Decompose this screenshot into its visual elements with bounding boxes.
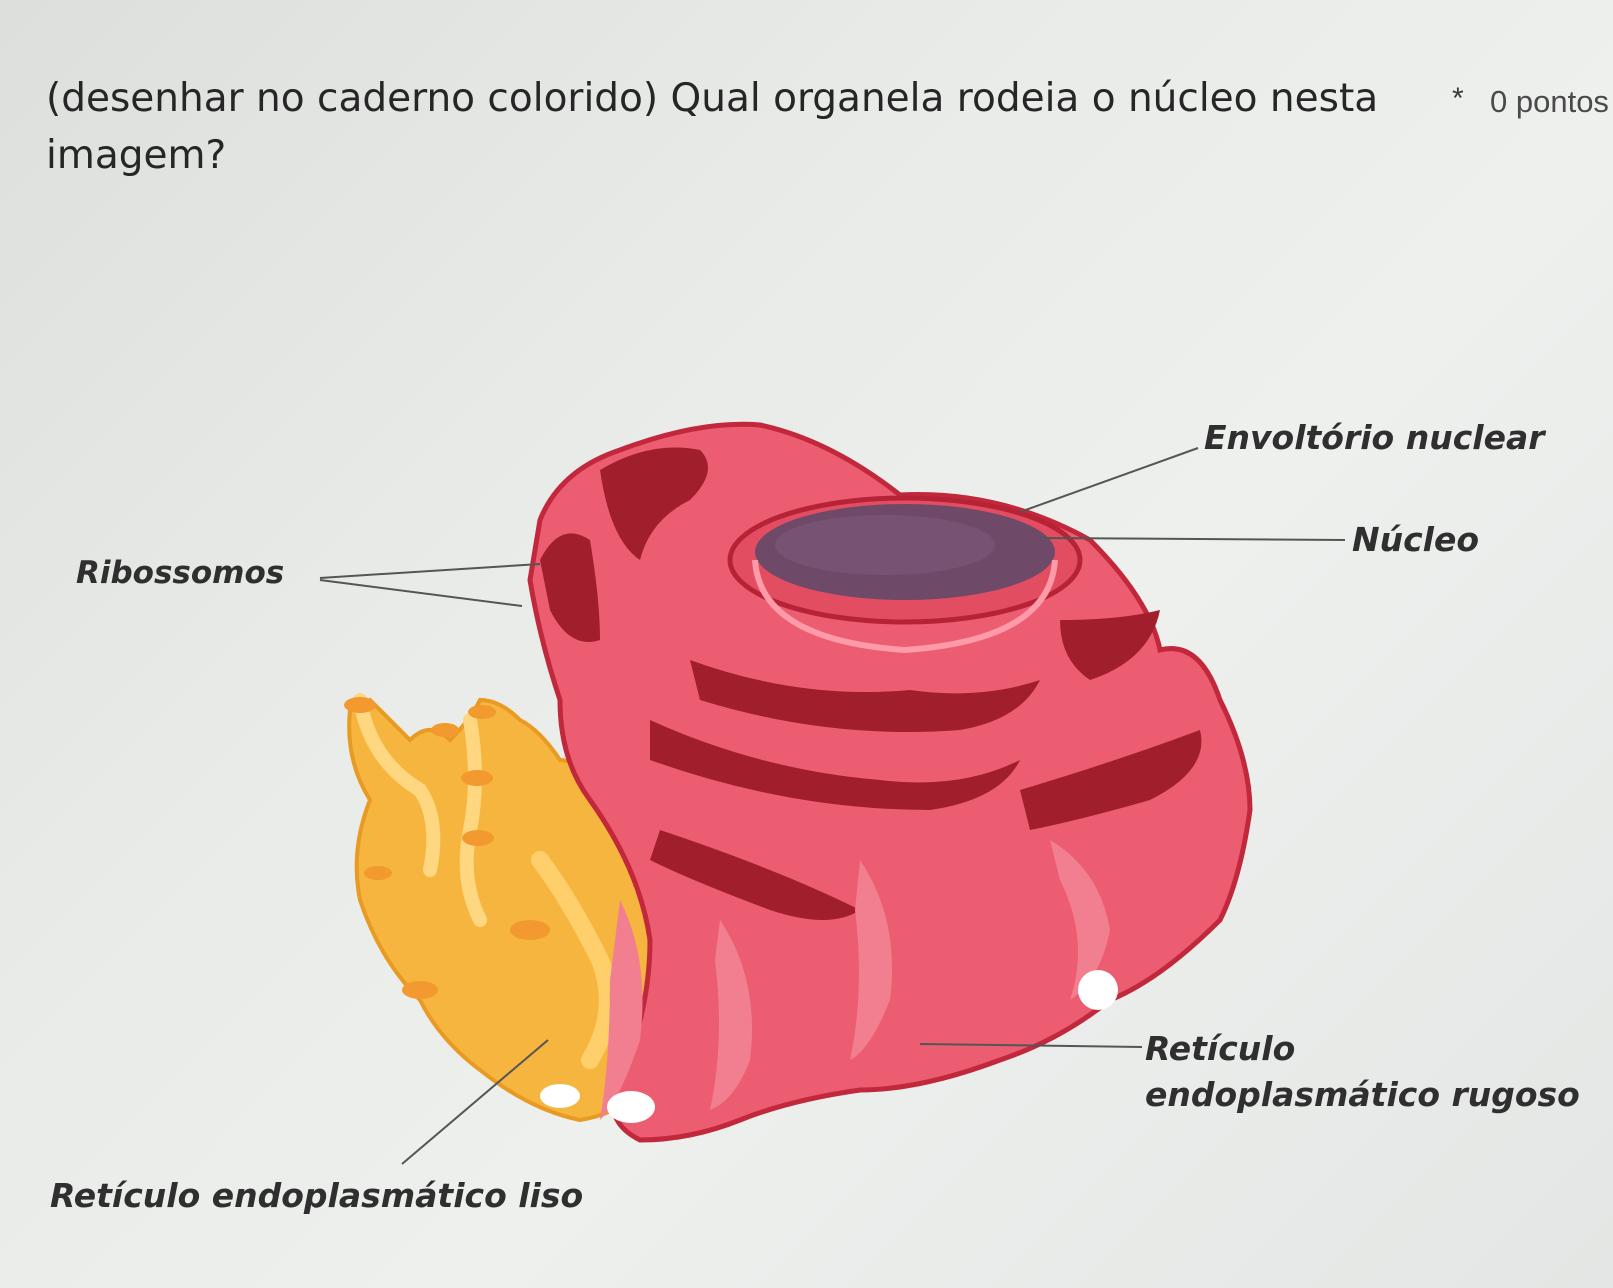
label-rough-er-line1: Retículo (1145, 1029, 1295, 1068)
nucleus (727, 495, 1083, 654)
leader-line-ribosomes-2 (319, 579, 523, 607)
leader-line-ribosomes-1 (319, 563, 541, 579)
label-ribosomes: Ribossomos (76, 555, 284, 591)
leader-line-nuclear-envelope (1019, 447, 1199, 513)
leader-line-rough-er (919, 1043, 1143, 1048)
leader-lines (319, 447, 1346, 1165)
required-star: * (1452, 82, 1464, 115)
leader-line-smooth-er (401, 1039, 549, 1165)
label-nuclear-envelope: Envoltório nuclear (1204, 418, 1546, 457)
label-smooth-er: Retículo endoplasmático liso (50, 1176, 583, 1215)
rough-er-cisternae (527, 421, 1253, 1143)
label-rough-er-line2: endoplasmático rugoso (1145, 1075, 1580, 1114)
leader-line-nucleus (1039, 537, 1346, 541)
label-nucleus: Núcleo (1352, 520, 1479, 559)
points-label: 0 pontos (1490, 84, 1609, 119)
question-title: (desenhar no caderno colorido) Qual orga… (46, 76, 1379, 178)
